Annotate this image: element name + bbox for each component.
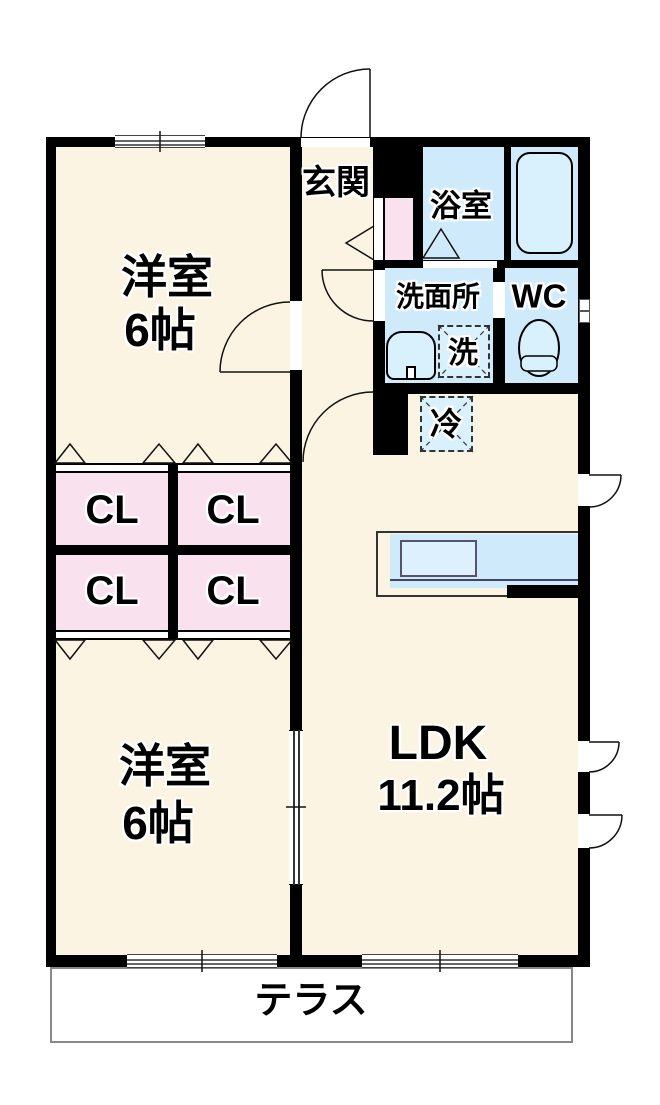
closet-label: CL — [85, 488, 139, 532]
entrance-door-arc — [300, 68, 371, 139]
terrace-area — [50, 967, 573, 1043]
wall-kitchen-stub — [507, 585, 578, 598]
counter-outline-top — [377, 531, 578, 533]
bedroom1-door-arc — [219, 301, 291, 373]
shoe-cabinet — [383, 197, 413, 260]
wall-cabinet-right — [413, 197, 423, 268]
ldk-label: LDK — [388, 717, 488, 770]
closet-box — [178, 473, 290, 545]
fridge-diagonal — [419, 395, 474, 453]
washer-diagonal — [437, 324, 491, 379]
wall-closet-mid-vertical — [168, 463, 178, 640]
washroom-door-arc — [321, 269, 374, 322]
right-door-arc — [588, 474, 622, 508]
wall-wash-bottom — [373, 383, 590, 394]
closet-door-triangle — [141, 639, 177, 661]
washroom-door-opening — [374, 270, 385, 321]
folding-door-triangle — [421, 227, 461, 259]
right-door-opening — [578, 814, 590, 848]
closet-box — [56, 555, 168, 630]
washroom-label: 洗面所 — [395, 281, 481, 312]
bathroom-label: 浴室 — [430, 188, 492, 224]
bedroom2-size-label: 6帖 — [122, 797, 194, 849]
closet-door-triangle — [53, 639, 87, 661]
terrace-label: テラス — [254, 980, 368, 1022]
bedroom1-door-opening — [290, 301, 302, 370]
closet-label: CL — [206, 488, 260, 532]
cabinet-front-slit — [374, 198, 383, 260]
closet-door-triangle — [53, 442, 87, 464]
right-door-arc — [588, 741, 620, 773]
closet-label: CL — [85, 569, 139, 613]
wc-door-opening — [493, 282, 505, 318]
bedroom2-label: 洋室 — [119, 740, 211, 792]
bedroom1-label: 洋室 — [121, 251, 213, 303]
bathroom-area — [423, 147, 504, 260]
right-door-arc — [588, 814, 623, 849]
ldk-door-arc — [302, 391, 374, 463]
wc-label: WC — [511, 277, 567, 315]
closet-door-track — [178, 463, 290, 473]
bathtub-icon — [516, 152, 573, 254]
closet-door-triangle — [141, 442, 177, 464]
counter-outline-bottom — [376, 595, 508, 597]
counter-outline-left — [376, 531, 378, 597]
wc-window-line — [579, 310, 590, 312]
closet-door-triangle — [181, 442, 215, 464]
bedroom1-size-label: 6帖 — [124, 304, 196, 356]
right-door-opening — [578, 741, 590, 772]
bathroom-door-opening — [423, 261, 497, 268]
fridge-label: 冷 — [429, 406, 463, 442]
entrance-step-chevron — [344, 225, 375, 261]
closet-door-triangle — [181, 639, 215, 661]
closet-door-track — [56, 630, 168, 640]
closet-door-triangle — [258, 442, 294, 464]
kitchen-sink — [400, 540, 477, 577]
genkan-label: 玄関 — [302, 164, 370, 202]
closet-door-track — [56, 463, 168, 473]
wall-entrance-block — [373, 138, 423, 198]
right-door-opening — [578, 474, 590, 506]
closet-box — [178, 555, 290, 630]
closet-door-triangle — [258, 639, 294, 661]
closet-label: CL — [206, 569, 260, 613]
wall-ldk-stub — [373, 390, 408, 455]
wall-tub-divider — [504, 147, 511, 260]
closet-door-track — [178, 630, 290, 640]
entrance-opening — [301, 138, 370, 147]
toilet-icon — [518, 319, 560, 377]
kitchen-counter-edge — [390, 579, 578, 581]
washer-label: 洗 — [448, 337, 478, 370]
ldk-size-label: 11.2帖 — [377, 771, 505, 820]
closet-box — [56, 473, 168, 545]
sink-tap-icon — [406, 366, 416, 380]
